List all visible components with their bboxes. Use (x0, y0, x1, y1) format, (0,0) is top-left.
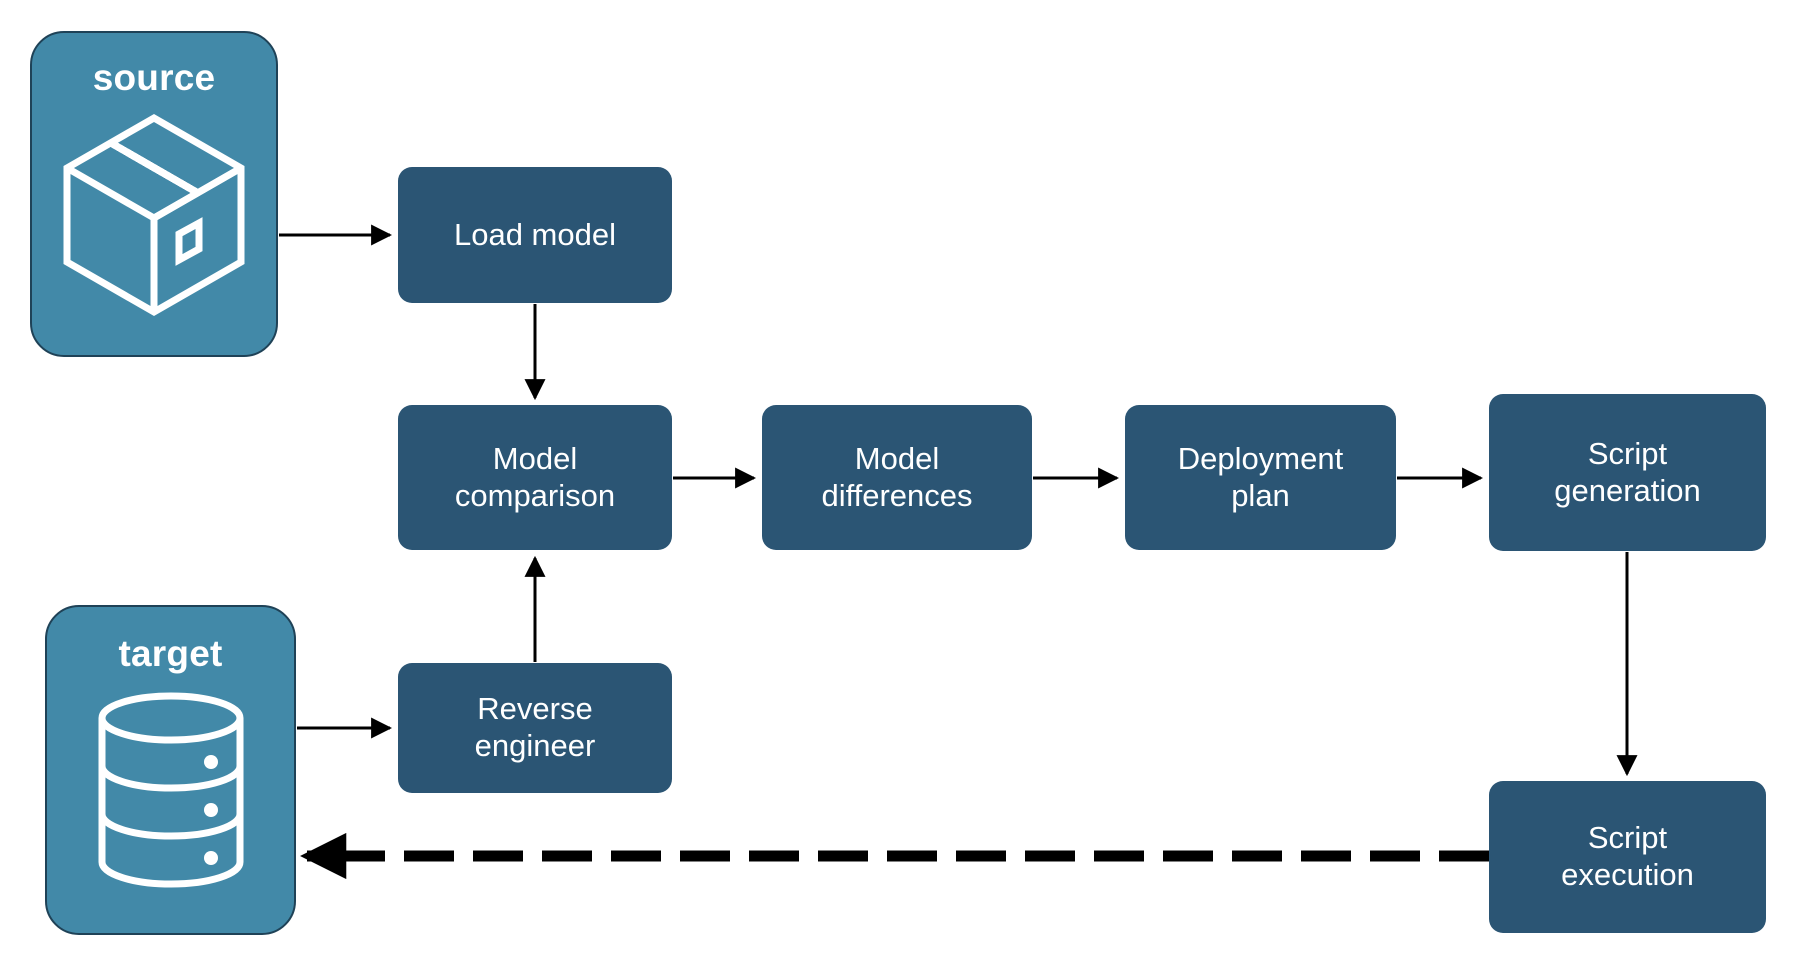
node-source-label: source (92, 57, 216, 98)
node-reverse-engineer[interactable]: Reverse engineer (398, 663, 672, 793)
node-model-differences[interactable]: Model differences (762, 405, 1032, 550)
node-source[interactable]: source (30, 31, 278, 357)
node-load-model-label: Load model (453, 216, 616, 252)
node-script-generation-label: Script generation (1554, 435, 1701, 508)
node-load-model[interactable]: Load model (398, 167, 672, 303)
node-deployment-plan[interactable]: Deployment plan (1125, 405, 1396, 550)
node-script-execution[interactable]: Script execution (1489, 781, 1766, 933)
node-script-execution-label: Script execution (1561, 820, 1694, 892)
node-model-comparison-label: Model comparison (454, 440, 616, 513)
node-target-label: target (118, 633, 223, 674)
database-cylinder-icon (91, 690, 251, 895)
node-deployment-plan-label: Deployment plan (1177, 440, 1344, 513)
node-model-comparison[interactable]: Model comparison (398, 405, 672, 550)
node-model-differences-label: Model differences (821, 440, 973, 513)
package-box-icon (59, 110, 249, 325)
node-script-generation[interactable]: Script generation (1489, 394, 1766, 551)
node-target[interactable]: target (45, 605, 296, 935)
node-reverse-engineer-label: Reverse engineer (474, 691, 596, 763)
